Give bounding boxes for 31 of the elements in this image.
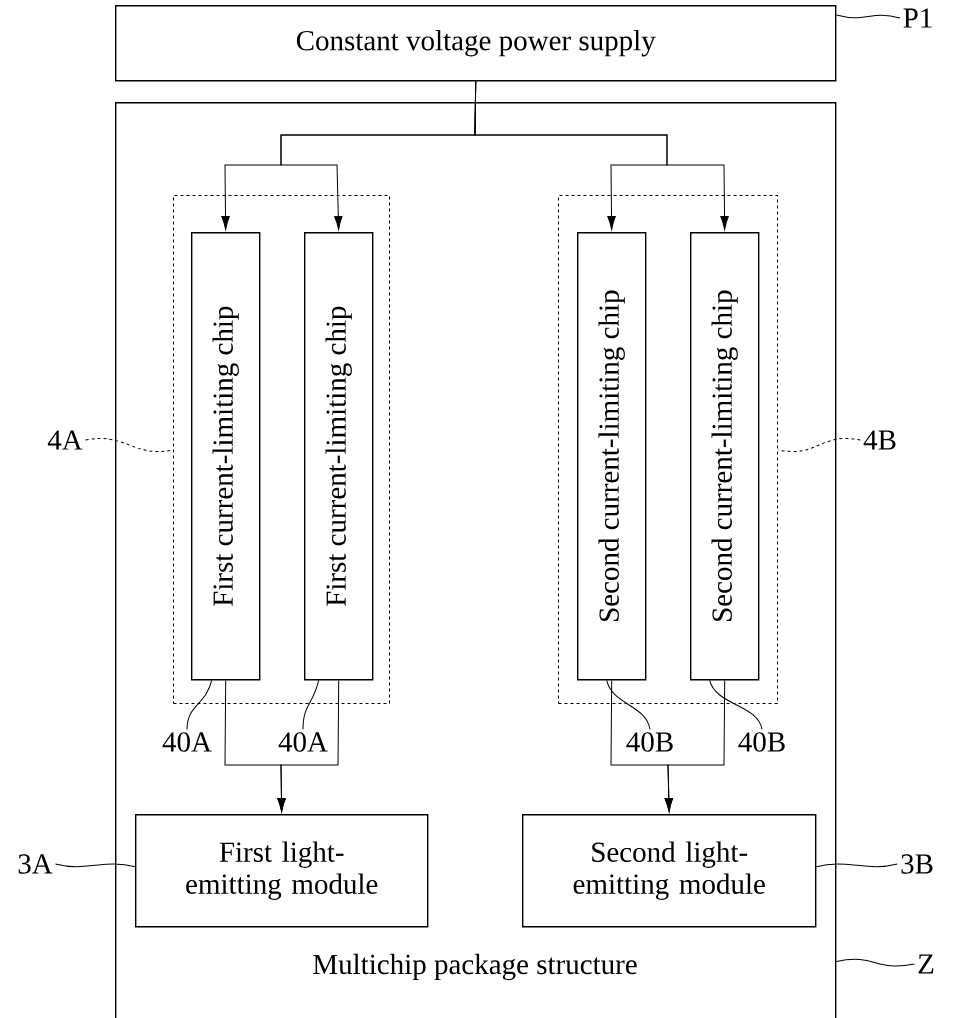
reference-label: 4A bbox=[47, 430, 83, 450]
leader-line bbox=[835, 958, 915, 967]
reference-label: 3A bbox=[18, 854, 53, 874]
arrow bbox=[277, 679, 340, 812]
reference-label: P1 bbox=[903, 8, 932, 28]
leader-line bbox=[777, 438, 861, 452]
reference-label: Z bbox=[918, 954, 934, 974]
reference-label: 3B bbox=[901, 854, 933, 874]
reference-label: 40B bbox=[738, 732, 785, 752]
power-supply-box: Constant voltage power supply bbox=[115, 5, 837, 82]
leader-line bbox=[709, 679, 763, 730]
module-box: First light-emitting module bbox=[135, 814, 429, 928]
dashed-group-box bbox=[558, 195, 778, 704]
dashed-group-box bbox=[173, 195, 390, 704]
chip-box: First current-limiting chip bbox=[304, 232, 374, 681]
arrow bbox=[664, 679, 726, 812]
arrow bbox=[474, 80, 729, 230]
chip-box: Second current-limiting chip bbox=[577, 232, 647, 681]
module-box: Second light-emitting module bbox=[522, 814, 817, 928]
leader-line bbox=[606, 679, 651, 730]
reference-label: 4B bbox=[863, 430, 896, 450]
leader-line bbox=[302, 679, 320, 730]
reference-label: 40A bbox=[162, 732, 212, 752]
reference-label: 40A bbox=[278, 732, 328, 752]
chip-box: First current-limiting chip bbox=[191, 232, 261, 681]
leader-line bbox=[186, 679, 213, 730]
leader-line bbox=[815, 863, 898, 868]
leader-line bbox=[835, 14, 901, 19]
reference-label: 40B bbox=[626, 732, 673, 752]
chip-box: Second current-limiting chip bbox=[690, 232, 760, 681]
leader-line bbox=[54, 863, 136, 868]
